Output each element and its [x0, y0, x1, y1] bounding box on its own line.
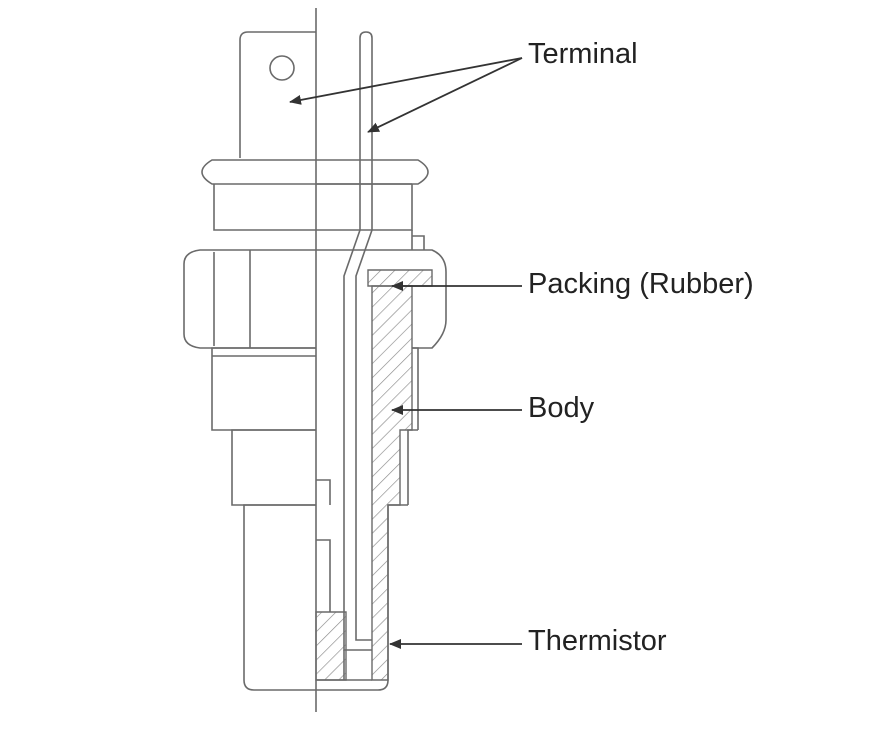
- thermistor-element: [315, 611, 347, 681]
- collar-ring: [201, 159, 316, 185]
- leader-terminal-1: [289, 57, 523, 105]
- section-body: [371, 285, 413, 681]
- sensor-body: [183, 8, 447, 712]
- leader-lines: [289, 57, 523, 649]
- packing-rubber: [367, 269, 433, 287]
- terminal-blade: [239, 31, 316, 158]
- internal-wire: [316, 31, 373, 681]
- label-terminal: Terminal: [528, 38, 638, 70]
- hex-nut: [183, 249, 316, 349]
- label-body: Body: [528, 392, 595, 424]
- label-thermistor: Thermistor: [528, 625, 667, 657]
- leader-terminal-2: [367, 57, 523, 133]
- label-packing: Packing (Rubber): [528, 268, 754, 300]
- terminal-hole: [269, 55, 295, 81]
- section-outline: [316, 183, 412, 612]
